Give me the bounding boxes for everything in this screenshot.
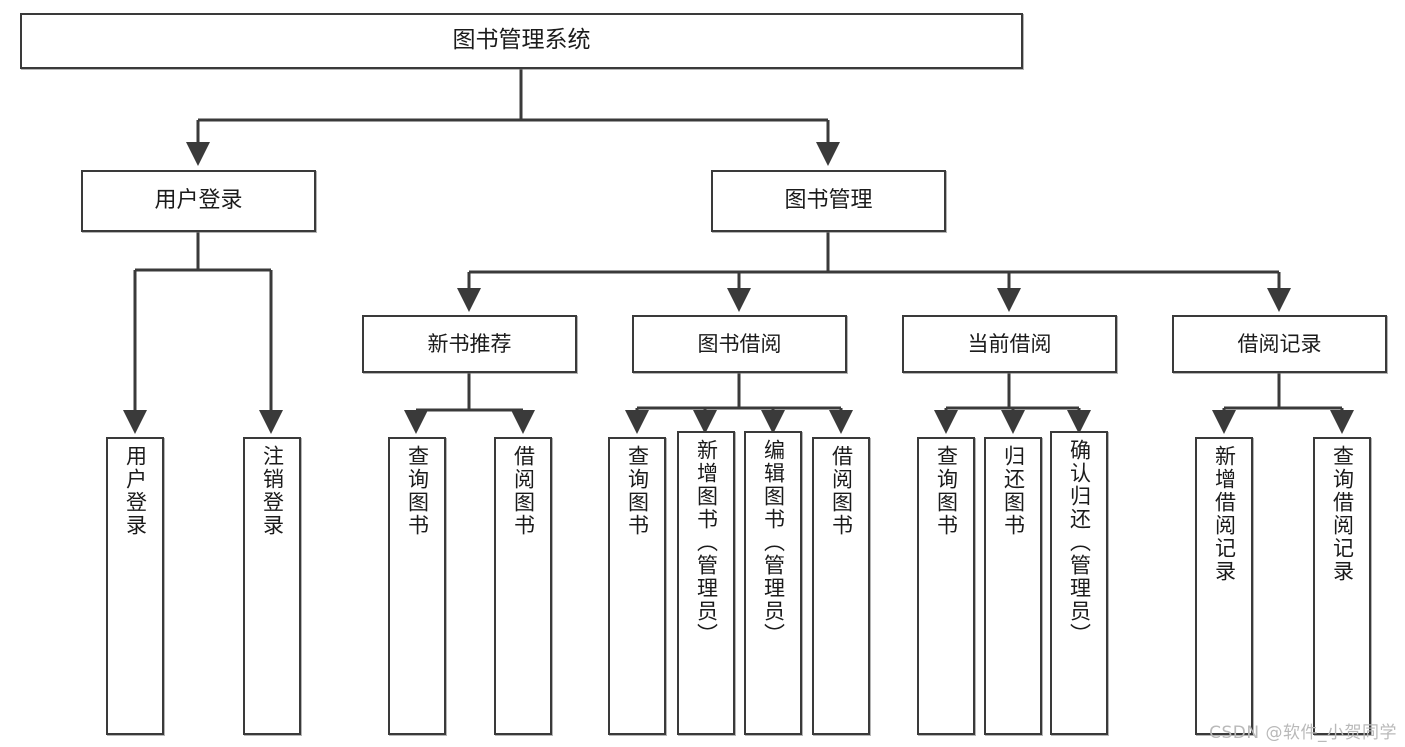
node-book-management[interactable]: 图书管理 xyxy=(711,170,946,232)
leaf-query-book-borrow[interactable]: 查询图书 xyxy=(608,437,666,735)
leaf-logout[interactable]: 注销登录 xyxy=(243,437,301,735)
leaf-borrow-book-recommend[interactable]: 借阅图书 xyxy=(494,437,552,735)
leaf-confirm-return-label: 确认归还（管理员） xyxy=(1067,439,1092,646)
leaf-query-book-recommend-label: 查询图书 xyxy=(405,445,430,537)
leaf-edit-book[interactable]: 编辑图书（管理员） xyxy=(744,431,802,735)
leaf-user-login-label: 用户登录 xyxy=(123,445,148,537)
leaf-borrow-book-label: 借阅图书 xyxy=(829,445,854,537)
leaf-query-book-recommend[interactable]: 查询图书 xyxy=(388,437,446,735)
node-new-book-recommend[interactable]: 新书推荐 xyxy=(362,315,577,373)
node-user-login-label: 用户登录 xyxy=(154,188,243,214)
leaf-confirm-return[interactable]: 确认归还（管理员） xyxy=(1050,431,1108,735)
leaf-query-book-current-label: 查询图书 xyxy=(934,445,959,537)
node-borrow-record-label: 借阅记录 xyxy=(1237,331,1322,356)
csdn-watermark: CSDN @软件_小贺同学 xyxy=(1209,723,1397,743)
node-root-system[interactable]: 图书管理系统 xyxy=(20,13,1023,69)
node-book-management-label: 图书管理 xyxy=(784,188,873,214)
node-borrow-record[interactable]: 借阅记录 xyxy=(1172,315,1387,373)
leaf-borrow-book-recommend-label: 借阅图书 xyxy=(511,445,536,537)
leaf-query-book-borrow-label: 查询图书 xyxy=(625,445,650,537)
node-user-login[interactable]: 用户登录 xyxy=(81,170,316,232)
node-book-borrow-label: 图书借阅 xyxy=(697,331,782,356)
node-current-borrow[interactable]: 当前借阅 xyxy=(902,315,1117,373)
leaf-return-book[interactable]: 归还图书 xyxy=(984,437,1042,735)
node-book-borrow[interactable]: 图书借阅 xyxy=(632,315,847,373)
leaf-query-borrow-record-label: 查询借阅记录 xyxy=(1330,445,1355,583)
node-current-borrow-label: 当前借阅 xyxy=(967,331,1052,356)
leaf-add-book[interactable]: 新增图书（管理员） xyxy=(677,431,735,735)
leaf-add-borrow-record-label: 新增借阅记录 xyxy=(1212,445,1237,583)
leaf-query-book-current[interactable]: 查询图书 xyxy=(917,437,975,735)
leaf-logout-label: 注销登录 xyxy=(260,445,285,537)
leaf-borrow-book[interactable]: 借阅图书 xyxy=(812,437,870,735)
leaf-add-borrow-record[interactable]: 新增借阅记录 xyxy=(1195,437,1253,735)
leaf-user-login[interactable]: 用户登录 xyxy=(106,437,164,735)
node-root-system-label: 图书管理系统 xyxy=(452,27,591,54)
leaf-edit-book-label: 编辑图书（管理员） xyxy=(761,439,786,646)
node-new-book-recommend-label: 新书推荐 xyxy=(427,331,512,356)
leaf-query-borrow-record[interactable]: 查询借阅记录 xyxy=(1313,437,1371,735)
leaf-return-book-label: 归还图书 xyxy=(1001,445,1026,537)
leaf-add-book-label: 新增图书（管理员） xyxy=(694,439,719,646)
